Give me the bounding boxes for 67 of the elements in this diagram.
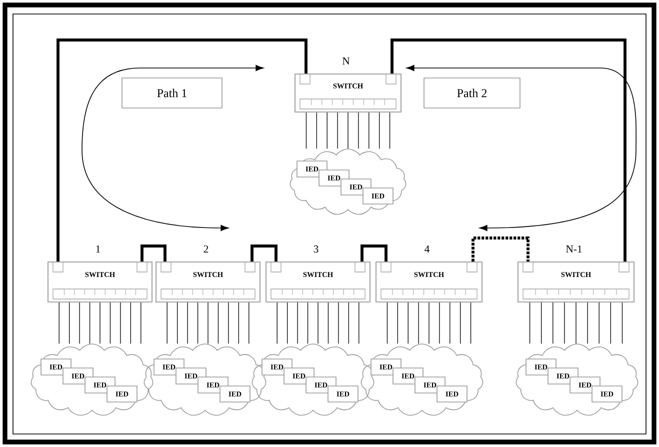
switch-number: N-1 — [566, 245, 582, 253]
wire — [197, 302, 198, 344]
wire — [69, 302, 70, 344]
wire — [552, 302, 554, 344]
wire — [610, 302, 612, 344]
wire — [89, 302, 90, 344]
wire — [307, 302, 308, 344]
wire — [297, 302, 298, 344]
path-box: Path 2 — [424, 78, 520, 108]
wire — [358, 112, 359, 149]
cloud-shape — [290, 148, 406, 215]
switch-number: 3 — [314, 245, 318, 253]
wire — [389, 112, 390, 149]
wire — [218, 302, 219, 344]
cloud-shape — [252, 344, 374, 416]
wire — [79, 302, 80, 344]
cloud-shape — [360, 344, 484, 416]
path-box: Path 1 — [122, 78, 222, 108]
wire — [328, 302, 329, 344]
wire — [140, 302, 142, 344]
wire — [337, 112, 338, 149]
wire — [418, 302, 419, 344]
switch-number: N — [342, 58, 350, 64]
wire — [428, 302, 430, 344]
wire — [58, 302, 60, 344]
wire — [622, 302, 623, 344]
wire — [228, 302, 229, 344]
switch-number: 2 — [204, 245, 208, 253]
wire — [187, 302, 188, 344]
wire — [564, 302, 565, 344]
wire — [110, 302, 111, 344]
switch-number: 4 — [424, 246, 430, 253]
wire — [177, 302, 178, 344]
wire — [326, 112, 328, 149]
link-line — [140, 244, 166, 262]
wire — [358, 302, 360, 344]
wire — [379, 112, 380, 149]
wire — [316, 112, 317, 149]
link-line — [360, 244, 388, 262]
link-line — [56, 38, 308, 262]
wire — [348, 302, 349, 344]
wire — [287, 302, 288, 344]
wire — [541, 302, 542, 344]
wire — [598, 302, 600, 344]
wire — [470, 302, 472, 344]
wire — [248, 302, 250, 344]
wire — [130, 302, 131, 344]
link-line — [472, 236, 530, 262]
wire — [529, 302, 530, 344]
switch-number: 1 — [96, 245, 100, 253]
cloud-shape — [144, 344, 266, 416]
wire — [306, 112, 307, 149]
cloud-shape — [30, 344, 154, 416]
wire — [368, 112, 370, 149]
wire — [397, 302, 398, 344]
wire — [460, 302, 461, 344]
wire — [587, 302, 588, 344]
link-line — [250, 244, 278, 262]
wire — [238, 302, 239, 344]
cloud-shape — [516, 344, 638, 416]
wire — [166, 302, 168, 344]
wire — [276, 302, 278, 344]
wire — [386, 302, 388, 344]
wire — [338, 302, 339, 344]
wire — [439, 302, 440, 344]
link-line — [390, 38, 626, 262]
wire — [120, 302, 121, 344]
